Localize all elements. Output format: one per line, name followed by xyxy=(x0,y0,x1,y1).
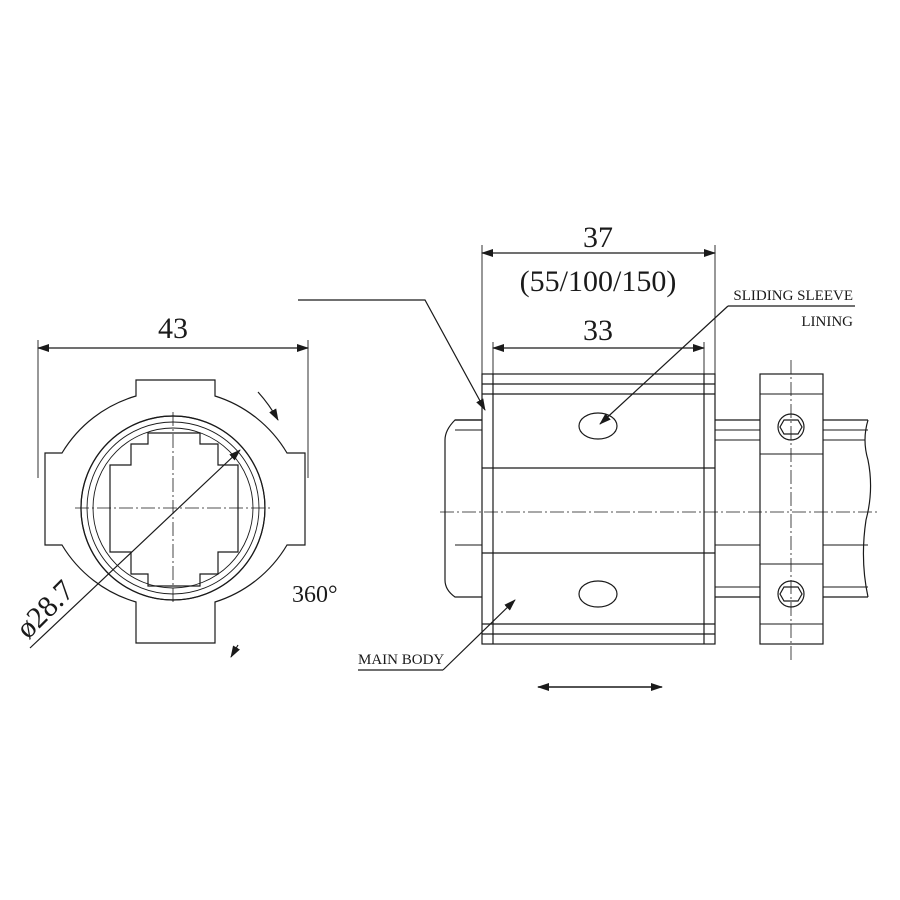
inner-lining xyxy=(80,415,266,601)
lining-value: 33 xyxy=(583,314,613,347)
length-value: 37 xyxy=(583,221,613,254)
width-value: 43 xyxy=(158,312,188,345)
rotation-arrow-bottom xyxy=(230,644,240,658)
lube-hole-top xyxy=(578,412,618,440)
main-body-label: MAIN BODY xyxy=(358,652,444,668)
end-view: ø28.7 43 360° xyxy=(10,312,338,658)
sleeve-label-line1: SLIDING SLEEVE xyxy=(733,288,853,304)
diameter-leader xyxy=(29,449,241,649)
main-body-housing xyxy=(481,373,716,645)
rotation-value: 360° xyxy=(292,582,338,608)
sleeve-label-line2: LINING xyxy=(801,314,853,330)
side-view: 37 (55/100/150) 33 SLIDING SLEEVE LINING… xyxy=(298,221,880,691)
length-options-value: (55/100/150) xyxy=(520,265,677,298)
lube-hole-bottom xyxy=(578,580,618,608)
clamp-ring xyxy=(759,373,824,645)
main-body-leader xyxy=(442,599,516,671)
view-reference-leader xyxy=(298,299,486,411)
rail-break-line xyxy=(862,419,872,598)
sleeve-leader xyxy=(599,305,729,425)
rail-shaft xyxy=(444,419,482,598)
rotation-arrow-top xyxy=(257,391,279,421)
